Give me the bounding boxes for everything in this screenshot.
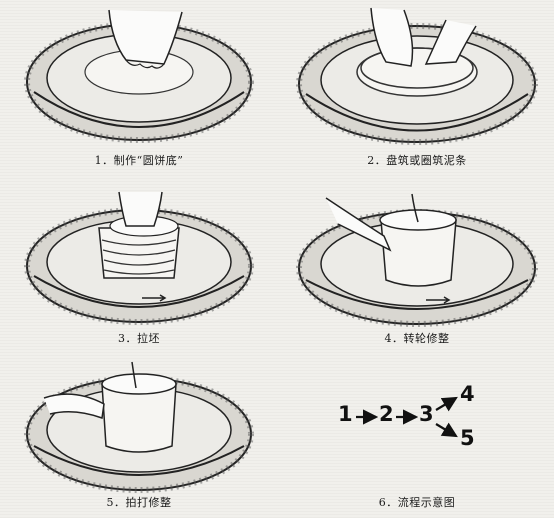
panel-4-wheel-trimming: 4．转轮修整 (286, 188, 548, 348)
panel-6-caption: 6．流程示意图 (378, 496, 456, 509)
illustration-paddling (24, 361, 254, 493)
panel-1-caption: 1．制作“圆饼底” (94, 154, 184, 167)
illustration-wheel-trimming (296, 193, 538, 327)
flow-node-3: 3 (419, 402, 434, 426)
illustration-coil-building (296, 7, 538, 145)
flow-node-4: 4 (460, 382, 475, 406)
flow-node-1: 1 (338, 402, 353, 426)
panel-3-caption: 3．拉坯 (118, 332, 160, 345)
flow-arrow-3-5 (435, 422, 458, 438)
flow-node-5: 5 (460, 426, 475, 450)
panel-1-make-clay-disc: 1．制作“圆饼底” (14, 2, 264, 170)
panel-2-caption: 2．盘筑或圈筑泥条 (367, 154, 467, 167)
panel-5-paddling: 5．拍打修整 (14, 358, 264, 514)
flow-node-2: 2 (379, 402, 394, 426)
panel-3-throwing: 3．拉坯 (14, 188, 264, 348)
illustration-throwing (24, 191, 254, 325)
flow-arrows (356, 396, 458, 438)
panel-4-caption: 4．转轮修整 (384, 332, 450, 345)
panel-6-flow-diagram: 1 2 3 4 5 6．流程示意图 (286, 358, 548, 514)
flow-arrow-3-4 (435, 396, 458, 412)
panel-5-caption: 5．拍打修整 (106, 496, 172, 509)
panel-2-coil-building: 2．盘筑或圈筑泥条 (286, 2, 548, 170)
illustration-wheel-disc (24, 9, 254, 143)
